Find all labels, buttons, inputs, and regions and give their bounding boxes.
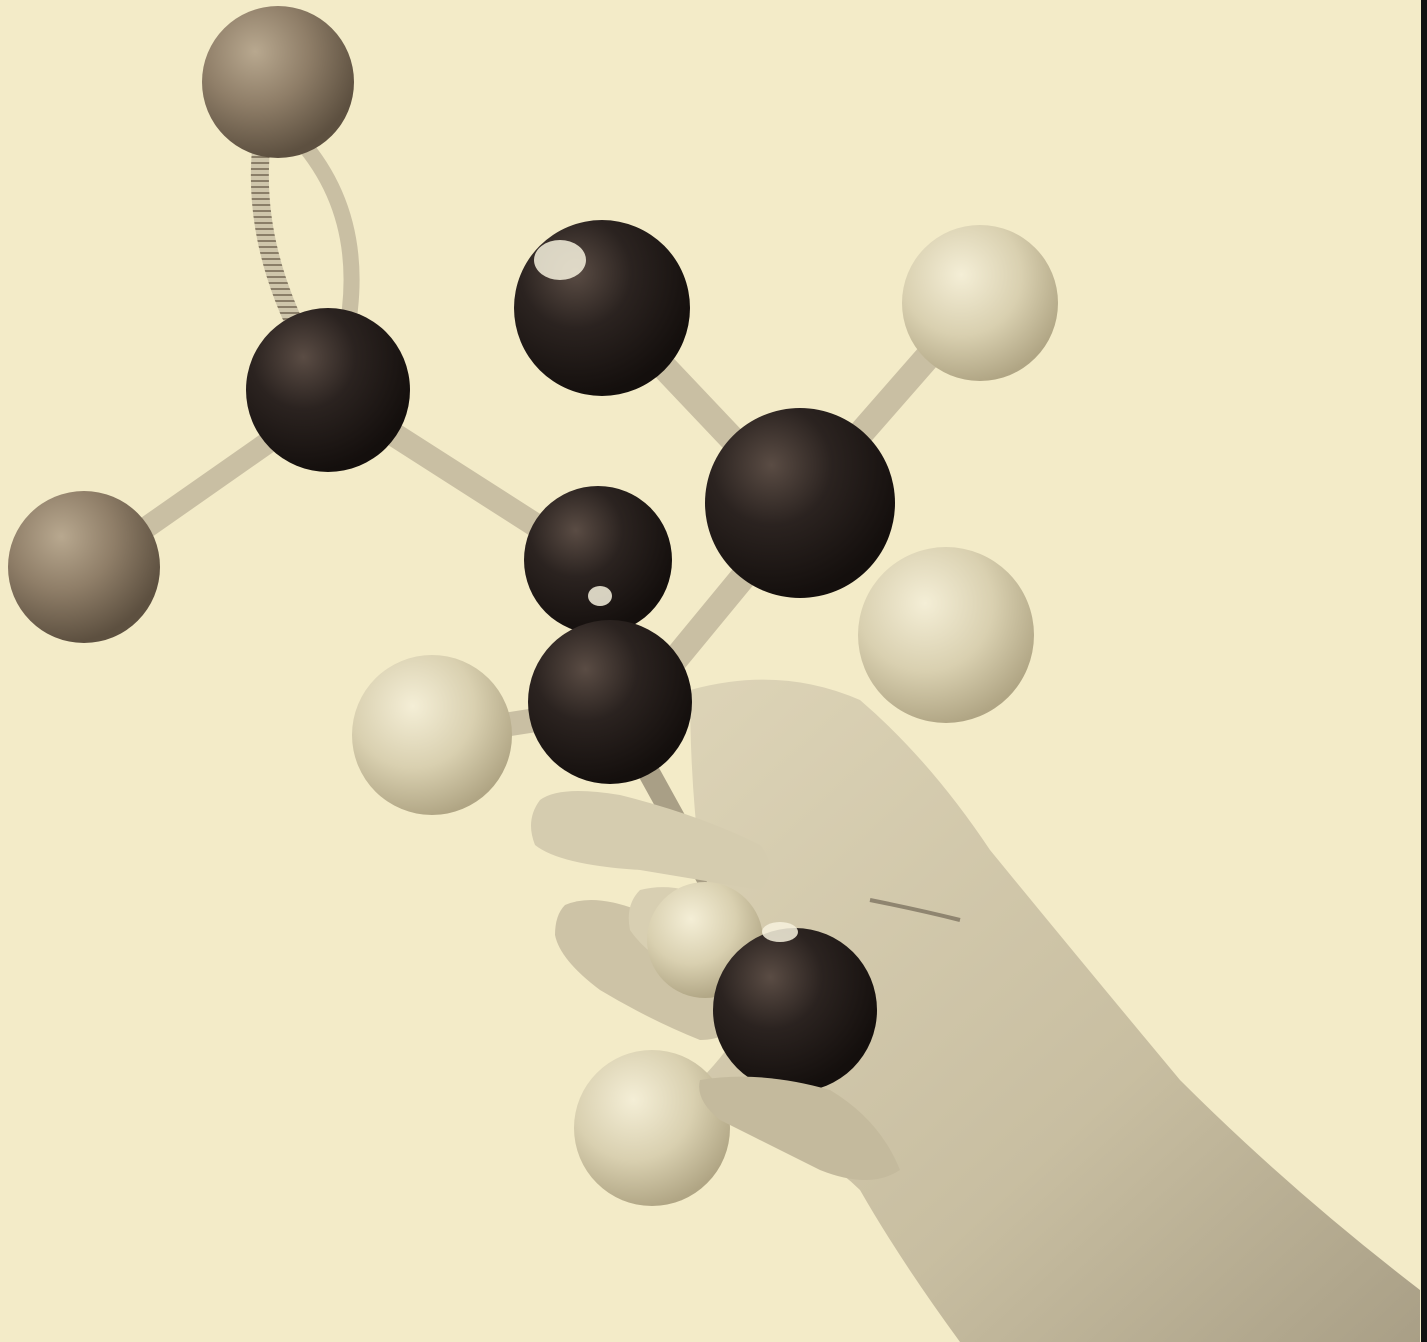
light-atom-top-right [902,225,1058,381]
finger-index [531,791,770,890]
medium-atom-top [202,6,354,158]
hand-crease [869,898,961,922]
dark-atom-top-center [514,220,690,396]
atom-highlights [534,240,798,942]
light-atom-right [858,547,1034,723]
light-atom-left [352,655,512,815]
thumb [699,1076,900,1180]
light-atom-bottom [574,1050,730,1206]
dark-atom-center-right [705,408,895,598]
dark-atom-held [528,620,692,784]
scan-edge-border [1421,0,1427,1342]
dark-atom-center [524,486,672,634]
dark-atom-upper-left [246,308,410,472]
medium-atom-left [8,491,160,643]
dark-atom-bottom [713,928,877,1092]
finger-middle [555,900,740,1040]
